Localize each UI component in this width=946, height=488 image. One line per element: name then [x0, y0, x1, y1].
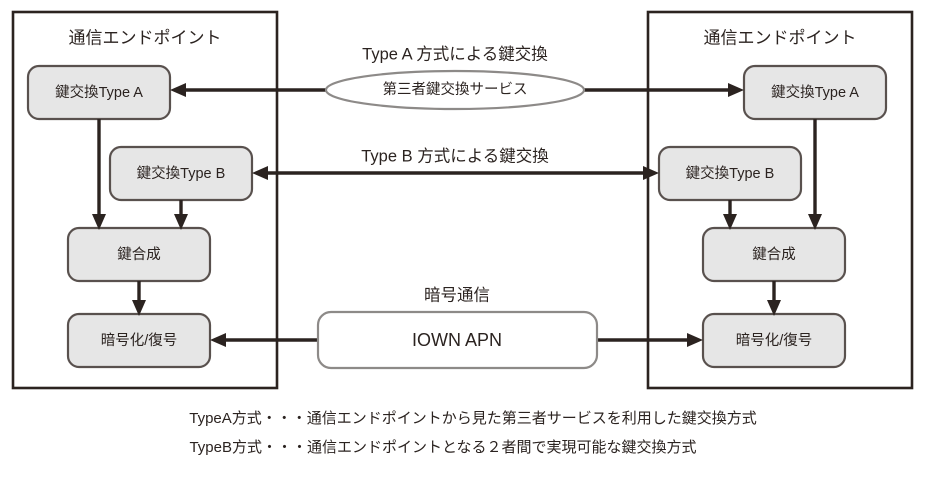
right-key-exchange-b-label: 鍵交換Type B	[686, 164, 775, 182]
right-endpoint-group: 通信エンドポイント 鍵交換Type A 鍵交換Type B 鍵合成 暗号化/復号	[646, 10, 914, 390]
third-party-key-exchange-service-label: 第三者鍵交換サービス	[383, 80, 528, 98]
type-a-channel-label: Type A 方式による鍵交換	[362, 44, 548, 63]
left-arrow-b-to-synthesis	[174, 200, 188, 230]
legend-line-type-b: TypeB方式・・・通信エンドポイントとなる２者間で実現可能な鍵交換方式	[189, 438, 696, 456]
iown-apn-box[interactable]	[316, 310, 599, 370]
right-endpoint-title: 通信エンドポイント	[704, 28, 857, 47]
right-arrow-a-to-synthesis	[808, 119, 822, 230]
legend-group: TypeA方式・・・通信エンドポイントから見た第三者サービスを利用した鍵交換方式…	[189, 409, 757, 456]
type-b-channel-label: Type B 方式による鍵交換	[361, 146, 549, 165]
type-b-channel-group: Type B 方式による鍵交換	[252, 146, 659, 180]
type-a-left-arrowhead	[170, 83, 186, 97]
right-arrow-b-to-synthesis	[723, 200, 737, 230]
encrypted-right-arrowhead	[687, 333, 703, 347]
iown-apn-label: IOWN APN	[412, 330, 502, 350]
left-arrow-a-to-synthesis	[92, 119, 106, 230]
legend-line-type-a: TypeA方式・・・通信エンドポイントから見た第三者サービスを利用した鍵交換方式	[189, 409, 757, 427]
left-encrypt-decrypt-label: 暗号化/復号	[101, 332, 178, 349]
left-key-exchange-b-label: 鍵交換Type B	[137, 164, 226, 182]
type-a-channel-group: Type A 方式による鍵交換 第三者鍵交換サービス	[170, 44, 744, 111]
left-endpoint-group: 通信エンドポイント 鍵交換Type A 鍵交換Type B 鍵合成 暗号化/復号	[11, 10, 279, 390]
type-b-right-arrowhead	[643, 166, 659, 180]
right-encrypt-decrypt-label: 暗号化/復号	[736, 332, 813, 349]
left-arrow-synthesis-to-encrypt	[132, 281, 146, 316]
encrypted-left-arrowhead	[210, 333, 226, 347]
left-endpoint-title: 通信エンドポイント	[69, 28, 222, 47]
right-key-exchange-a-label: 鍵交換Type A	[771, 83, 859, 101]
left-key-exchange-a-label: 鍵交換Type A	[55, 83, 143, 101]
right-key-synthesis-label: 鍵合成	[752, 246, 796, 263]
left-key-synthesis-label: 鍵合成	[117, 246, 161, 263]
type-a-right-arrowhead	[728, 83, 744, 97]
right-arrow-synthesis-to-encrypt	[767, 281, 781, 316]
third-party-key-exchange-service-shape[interactable]	[324, 69, 586, 111]
encrypted-channel-group: 暗号通信 IOWN APN	[210, 285, 703, 370]
type-b-left-arrowhead	[252, 166, 268, 180]
encrypted-channel-label: 暗号通信	[424, 285, 490, 304]
